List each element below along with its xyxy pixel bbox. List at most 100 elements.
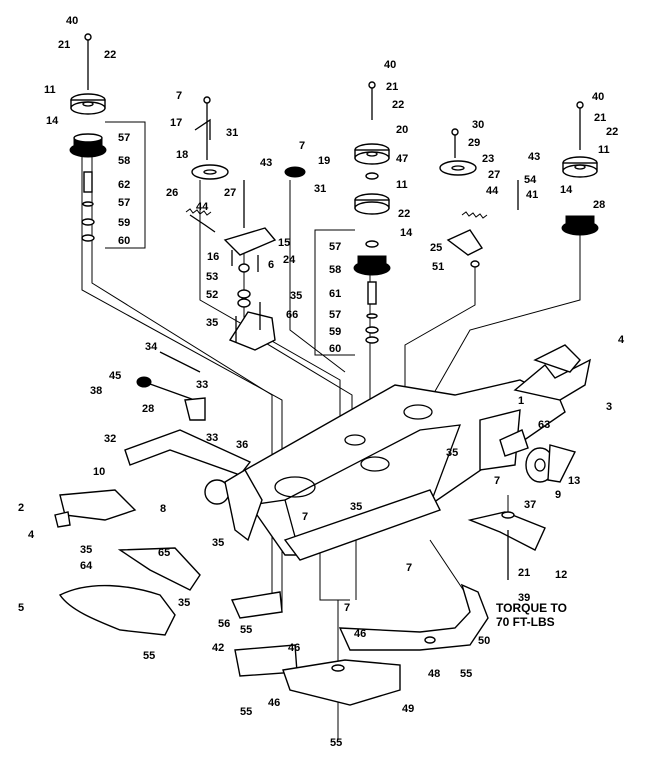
callout-label: 21 [594, 112, 606, 124]
callout-label: 53 [206, 271, 218, 283]
callout-label: 55 [330, 737, 342, 749]
callout-label: 54 [524, 174, 537, 186]
torque-note: TORQUE TO 70 FT-LBS [496, 601, 567, 629]
callout-label: 44 [486, 185, 499, 197]
callout-label: 59 [329, 326, 341, 338]
callout-label: 55 [240, 624, 252, 636]
callout-label: 18 [176, 149, 188, 161]
callout-label: 36 [236, 439, 248, 451]
callout-label: 39 [518, 592, 530, 604]
callout-label: 25 [430, 242, 442, 254]
callout-label: 55 [240, 706, 252, 718]
callout-label: 30 [472, 119, 484, 131]
callout-label: 47 [396, 153, 408, 165]
callout-label: 57 [118, 197, 130, 209]
right-spindle-assembly [561, 101, 599, 236]
callout-label: 40 [66, 15, 78, 27]
callout-label: 52 [206, 289, 218, 301]
callout-label: 7 [344, 602, 350, 614]
callout-label: 32 [104, 433, 116, 445]
callout-label: 59 [118, 217, 130, 229]
callout-label: 58 [329, 264, 341, 276]
callout-label: 28 [142, 403, 154, 415]
callout-labels: 40 21 22 11 14 57 58 62 57 59 60 26 7 17… [18, 15, 625, 749]
callout-label: 10 [93, 466, 105, 478]
callout-label: 20 [396, 124, 408, 136]
callout-label: 14 [560, 184, 573, 196]
callout-label: 7 [494, 475, 500, 487]
callout-label: 27 [488, 169, 500, 181]
callout-label: 21 [58, 39, 70, 51]
callout-label: 64 [80, 560, 93, 572]
callout-label: 22 [398, 208, 410, 220]
callout-label: 43 [260, 157, 272, 169]
left-spindle-assembly [69, 33, 146, 249]
callout-label: 26 [166, 187, 178, 199]
callout-label: 22 [104, 49, 116, 61]
callout-label: 42 [212, 642, 224, 654]
callout-label: 14 [400, 227, 413, 239]
callout-label: 62 [118, 179, 130, 191]
callout-label: 1 [518, 395, 524, 407]
left-side-parts [54, 351, 283, 636]
callout-label: 48 [428, 668, 440, 680]
callout-label: 28 [593, 199, 605, 211]
callout-label: 65 [158, 547, 170, 559]
callout-label: 49 [402, 703, 414, 715]
callout-label: 35 [80, 544, 92, 556]
callout-label: 38 [90, 385, 102, 397]
callout-label: 24 [283, 254, 296, 266]
callout-label: 31 [226, 127, 238, 139]
callout-label: 22 [606, 126, 618, 138]
callout-label: 33 [206, 432, 218, 444]
callout-label: 11 [396, 179, 408, 191]
callout-label: 40 [384, 59, 396, 71]
callout-label: 46 [268, 697, 280, 709]
callout-label: 16 [207, 251, 219, 263]
callout-label: 8 [160, 503, 166, 515]
callout-label: 40 [592, 91, 604, 103]
callout-label: 2 [18, 502, 24, 514]
callout-label: 57 [329, 241, 341, 253]
callout-label: 46 [288, 642, 300, 654]
callout-label: 4 [28, 529, 35, 541]
callout-label: 55 [143, 650, 155, 662]
callout-label: 9 [555, 489, 561, 501]
callout-label: 5 [18, 602, 24, 614]
callout-label: 35 [206, 317, 218, 329]
callout-label: 60 [329, 343, 341, 355]
callout-label: 41 [526, 189, 538, 201]
callout-label: 12 [555, 569, 567, 581]
torque-note-line1: TORQUE TO [496, 601, 567, 615]
callout-label: 50 [478, 635, 490, 647]
callout-label: 13 [568, 475, 580, 487]
callout-label: 46 [354, 628, 366, 640]
torque-note-line2: 70 FT-LBS [496, 615, 555, 629]
callout-label: 19 [318, 155, 330, 167]
callout-label: 33 [196, 379, 208, 391]
callout-label: 66 [286, 309, 298, 321]
bottom-baffles [234, 583, 489, 706]
callout-label: 35 [290, 290, 302, 302]
callout-label: 22 [392, 99, 404, 111]
callout-label: 15 [278, 237, 290, 249]
callout-label: 23 [482, 153, 494, 165]
callout-label: 35 [212, 537, 224, 549]
callout-label: 27 [224, 187, 236, 199]
callout-label: 63 [538, 419, 550, 431]
callout-label: 7 [299, 140, 305, 152]
callout-label: 35 [446, 447, 458, 459]
callout-label: 29 [468, 137, 480, 149]
callout-label: 14 [46, 115, 59, 127]
callout-label: 58 [118, 155, 130, 167]
callout-label: 57 [118, 132, 130, 144]
callout-label: 61 [329, 288, 341, 300]
callout-label: 21 [386, 81, 398, 93]
center-spindle-assembly [314, 81, 391, 356]
callout-label: 11 [44, 84, 56, 96]
right-side-parts [467, 429, 577, 580]
callout-label: 56 [218, 618, 230, 630]
callout-label: 43 [528, 151, 540, 163]
callout-label: 34 [145, 341, 158, 353]
